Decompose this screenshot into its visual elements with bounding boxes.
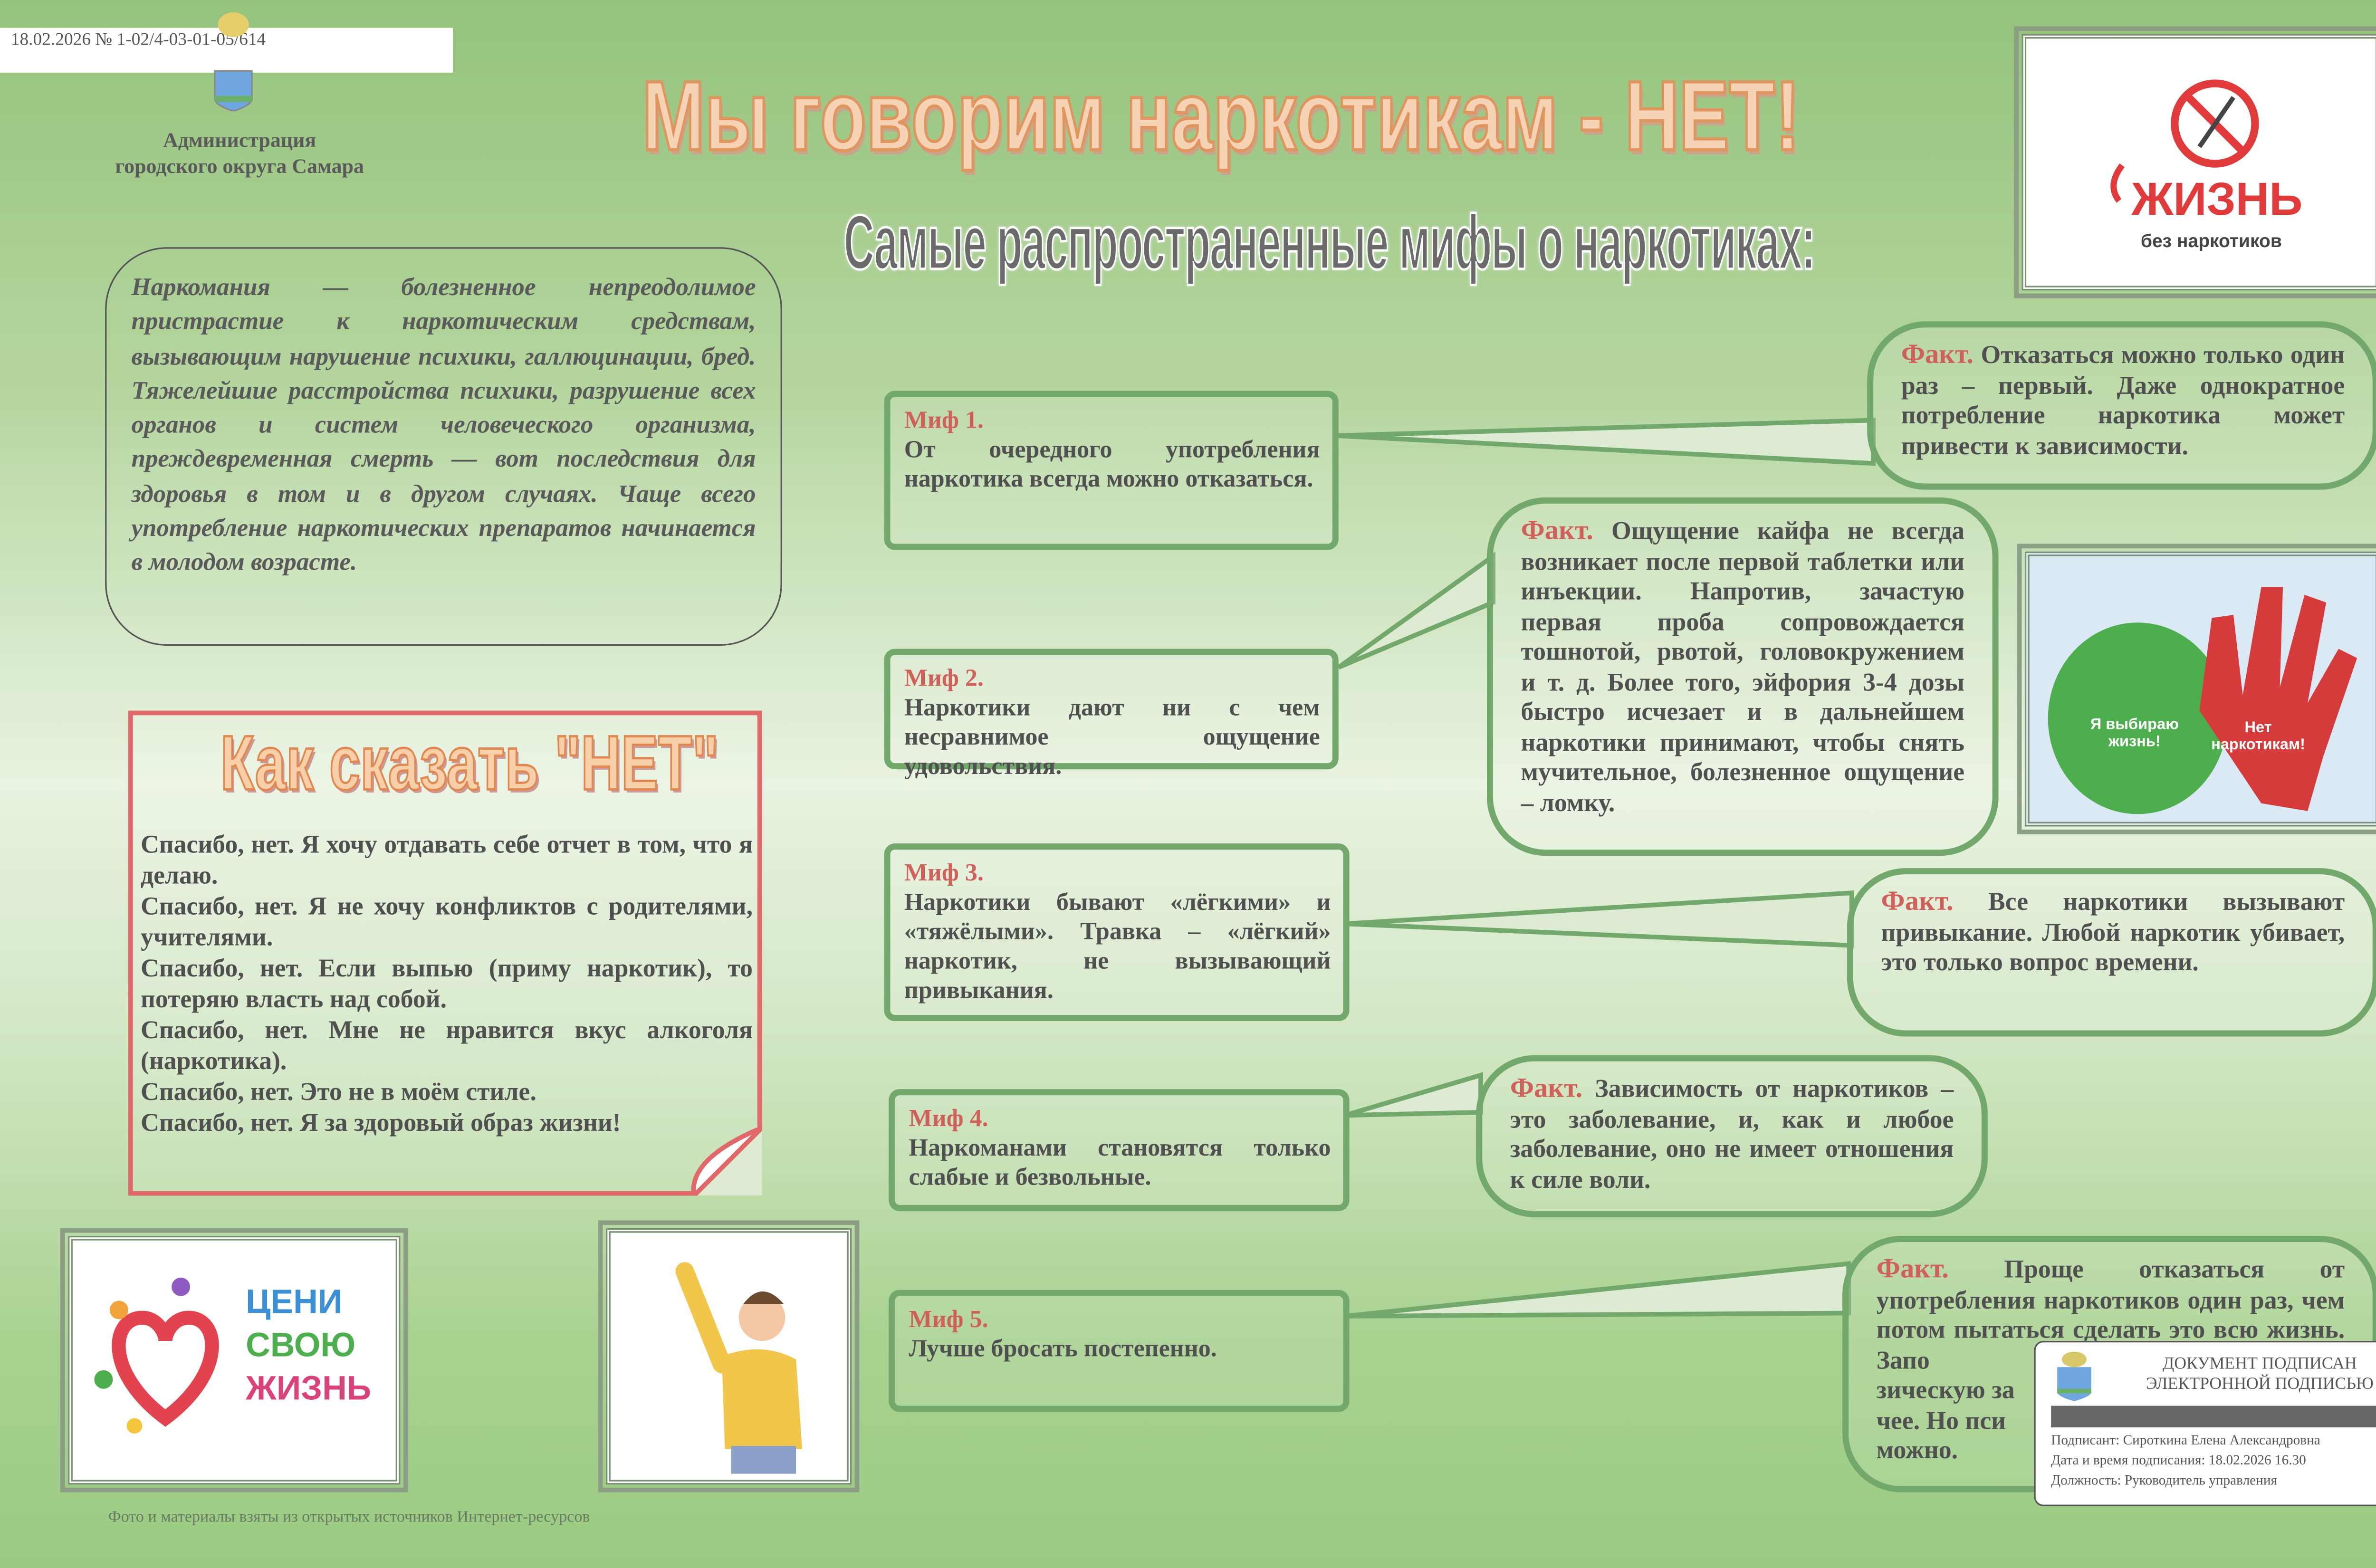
stamp-heading-line-2: ЭЛЕКТРОННОЙ ПОДПИСЬЮ bbox=[2146, 1375, 2374, 1394]
apple-and-hand-illustration bbox=[2048, 587, 2357, 814]
fact-text: Все наркотики вызывают привыкание. Любой… bbox=[1881, 887, 2345, 976]
myth-3: Миф 3. Наркотики бывают «лёгкими» и «тяж… bbox=[884, 843, 1350, 1022]
myth-text: Лучше бросать постепенно. bbox=[909, 1336, 1217, 1363]
logo-text-without-drugs: без наркотиков bbox=[2140, 230, 2282, 252]
no-drugs-icon bbox=[2110, 79, 2259, 203]
myth-text: От очередного употребления наркотика все… bbox=[904, 437, 1320, 493]
stamp-position: Должность: Руководитель управления bbox=[2051, 1472, 2277, 1488]
stamp-datetime: Дата и время подписания: 18.02.2026 16.3… bbox=[2051, 1452, 2306, 1468]
samara-coat-of-arms-icon bbox=[214, 12, 253, 112]
say-no-item: Спасибо, нет. Я за здоровый образ жизни! bbox=[140, 1108, 621, 1137]
logo-life-without-drugs: ЖИЗНЬ без наркотиков bbox=[2014, 26, 2376, 298]
admin-line-1: Администрация bbox=[163, 128, 316, 152]
myth-4: Миф 4. Наркоманами становятся только сла… bbox=[889, 1089, 1350, 1211]
fact-label: Факт. bbox=[1901, 338, 1974, 370]
say-no-item: Спасибо, нет. Если выпью (приму наркотик… bbox=[140, 953, 753, 1013]
pointer-fact-3 bbox=[1344, 890, 1854, 948]
fact-text: Ощущение кайфа не всегда возникает после… bbox=[1521, 516, 1965, 817]
fact-text: Отказаться можно только один раз – первы… bbox=[1901, 340, 2345, 460]
myth-text: Наркоманами становятся только слабые и б… bbox=[909, 1135, 1331, 1191]
myth-5: Миф 5. Лучше бросать постепенно. bbox=[889, 1290, 1350, 1412]
hand-text: Нет наркотикам! bbox=[2211, 720, 2305, 754]
image-choose-life: Я выбираю жизнь! Нет наркотикам! bbox=[2017, 544, 2376, 834]
stamp-heading: ДОКУМЕНТ ПОДПИСАН ЭЛЕКТРОННОЙ ПОДПИСЬЮ bbox=[2121, 1355, 2376, 1395]
fact-label: Факт. bbox=[1510, 1072, 1583, 1103]
fact-text: Зависимость от наркотиков – это заболева… bbox=[1510, 1073, 1954, 1194]
say-no-list: Спасибо, нет. Я хочу отдавать себе отчет… bbox=[141, 830, 753, 1138]
cherish-line-1: ЦЕНИ bbox=[246, 1282, 343, 1321]
logo-text-life: ЖИЗНЬ bbox=[2131, 174, 2303, 226]
myth-text: Наркотики бывают «лёгкими» и «тяжёлыми».… bbox=[904, 889, 1331, 1004]
myth-label: Миф 5. bbox=[909, 1307, 988, 1333]
myth-text: Наркотики дают ни с чем несравнимое ощущ… bbox=[904, 695, 1320, 780]
pointer-fact-4 bbox=[1344, 1072, 1483, 1118]
say-no-item: Спасибо, нет. Это не в моём стиле. bbox=[140, 1077, 537, 1106]
myth-label: Миф 2. bbox=[904, 666, 984, 692]
pointer-fact-1 bbox=[1335, 418, 1876, 466]
page-title: Мы говорим наркотикам - НЕТ! bbox=[641, 59, 1801, 173]
fact-text: Проще отказаться от употребления наркоти… bbox=[1876, 1254, 2345, 1374]
myth-1: Миф 1. От очередного употребления наркот… bbox=[884, 391, 1339, 550]
myth-label: Миф 3. bbox=[904, 860, 984, 887]
how-to-say-no-title: Как сказать "НЕТ" bbox=[220, 719, 719, 808]
cherish-line-3: ЖИЗНЬ bbox=[246, 1368, 372, 1407]
intro-text-box: Наркомания — болезненное непреодолимое п… bbox=[105, 247, 782, 646]
myth-label: Миф 1. bbox=[904, 408, 984, 434]
boy-illustration bbox=[675, 1262, 803, 1474]
fact-line: зическую за bbox=[1876, 1375, 2015, 1405]
image-boy-gesture bbox=[598, 1220, 860, 1492]
fact-3: Факт. Все наркотики вызывают привыкание.… bbox=[1847, 868, 2376, 1037]
administration-name: Администрация городского округа Самара bbox=[85, 127, 394, 180]
fact-4: Факт. Зависимость от наркотиков – это за… bbox=[1476, 1055, 1988, 1217]
say-no-item: Спасибо, нет. Я хочу отдавать себе отчет… bbox=[140, 829, 753, 890]
samara-coat-of-arms-icon bbox=[2057, 1351, 2091, 1401]
pointer-fact-5 bbox=[1344, 1261, 1851, 1319]
say-no-item: Спасибо, нет. Я не хочу конфликтов с род… bbox=[140, 891, 753, 952]
photo-credit-caption: Фото и материалы взяты из открытых источ… bbox=[108, 1509, 590, 1527]
fact-label: Факт. bbox=[1876, 1252, 1949, 1284]
fact-1: Факт. Отказаться можно только один раз –… bbox=[1867, 321, 2376, 490]
apple-text: Я выбираю жизнь! bbox=[2090, 717, 2179, 751]
myth-label: Миф 4. bbox=[909, 1106, 988, 1133]
stamp-certificate-bar bbox=[2051, 1405, 2376, 1428]
stamp-heading-line-1: ДОКУМЕНТ ПОДПИСАН bbox=[2162, 1355, 2357, 1374]
fact-label: Факт. bbox=[1521, 514, 1593, 545]
fact-line: можно. bbox=[1876, 1435, 1958, 1465]
fact-label: Факт. bbox=[1881, 885, 1954, 916]
electronic-signature-stamp: ДОКУМЕНТ ПОДПИСАН ЭЛЕКТРОННОЙ ПОДПИСЬЮ П… bbox=[2034, 1341, 2376, 1506]
page-subtitle: Самые распространенные мифы о наркотиках… bbox=[843, 198, 1816, 287]
heart-splash-icon bbox=[94, 1277, 219, 1434]
page-curl-icon bbox=[691, 1128, 762, 1196]
fact-5-partial-lines: зическую за чее. Но пси можно. bbox=[1877, 1375, 2345, 1465]
image-cherish-your-life: ЦЕНИ СВОЮ ЖИЗНЬ bbox=[60, 1228, 408, 1492]
say-no-item: Спасибо, нет. Мне не нравится вкус алког… bbox=[140, 1015, 753, 1075]
myth-2: Миф 2. Наркотики дают ни с чем несравним… bbox=[884, 649, 1339, 780]
fact-2: Факт. Ощущение кайфа не всегда возникает… bbox=[1487, 497, 1999, 856]
pointer-fact-2 bbox=[1337, 551, 1495, 670]
fact-line: чее. Но пси bbox=[1876, 1405, 2006, 1434]
how-to-say-no-box: Как сказать "НЕТ" Спасибо, нет. Я хочу о… bbox=[128, 710, 762, 1196]
cherish-line-2: СВОЮ bbox=[246, 1325, 356, 1364]
cherish-text: ЦЕНИ СВОЮ ЖИЗНЬ bbox=[246, 1281, 371, 1410]
admin-line-2: городского округа Самара bbox=[115, 154, 364, 178]
stamp-signer: Подписант: Сироткина Елена Александровна bbox=[2051, 1432, 2320, 1448]
